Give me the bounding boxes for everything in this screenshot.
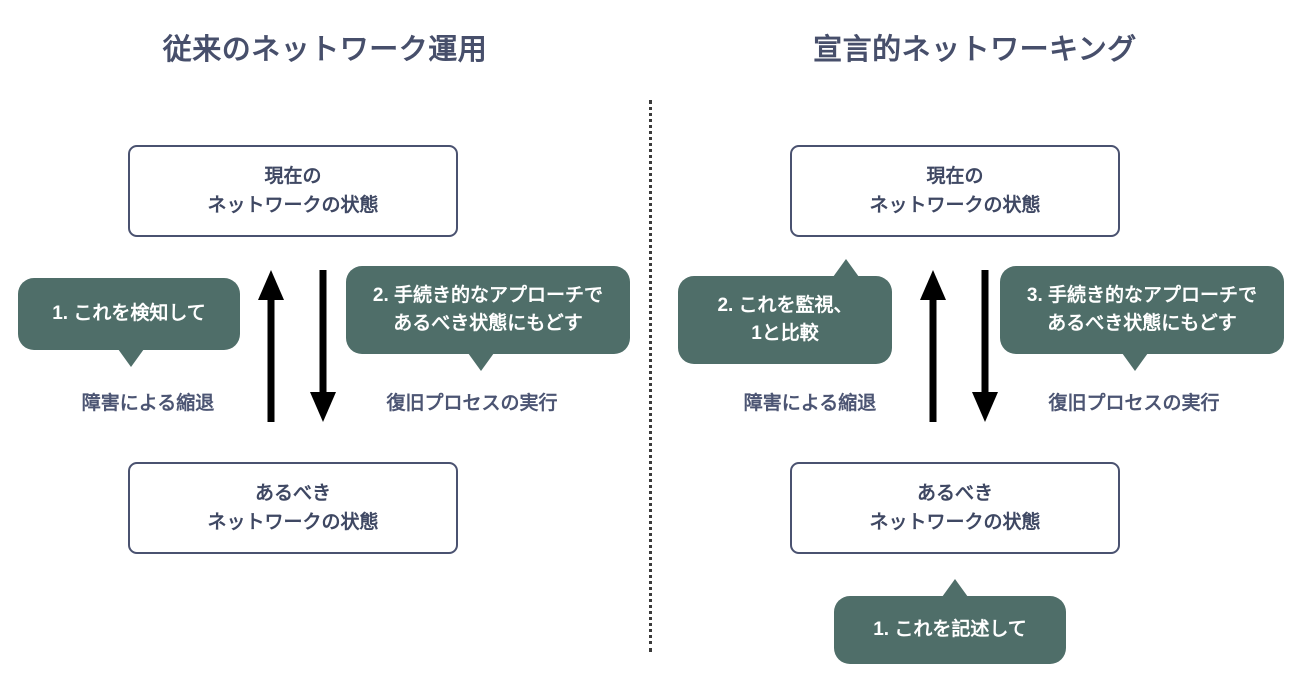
state-box-current-right: 現在の ネットワークの状態 [790,145,1120,237]
bubble-line-1: 2. 手続き的なアプローチで [372,285,604,307]
state-box-line-1: あるべき [916,482,993,504]
state-box-desired-right: あるべき ネットワークの状態 [790,462,1120,554]
bubble-describe-right: 1. これを記述して [834,579,1066,664]
bubble-tail-down-icon [1122,353,1148,371]
bubble-tail-down-icon [468,353,494,371]
bubble-tail-down-icon [118,349,144,367]
bubble-procedural-restore-right: 3. 手続き的なアプローチで あるべき状態にもどす [1000,266,1284,371]
state-box-current-left: 現在の ネットワークの状態 [128,145,458,237]
panel-divider [649,100,652,652]
bubble-monitor-compare-right: 2. これを監視、 1と比較 [678,259,892,364]
state-box-line-1: 現在の [264,165,322,187]
arrow-caption-recovery-right: 復旧プロセスの実行 [1048,393,1220,414]
bubble-line-1: 3. 手続き的なアプローチで [1026,285,1258,307]
bubble-procedural-restore-left: 2. 手続き的なアプローチで あるべき状態にもどす [346,266,630,371]
bubble-tail-up-icon [833,259,859,277]
state-box-line-2: ネットワークの状態 [869,512,1041,533]
bubble-line-2: あるべき状態にもどす [393,313,583,334]
state-box-line-1: あるべき [254,482,331,504]
bubble-line-1: 1. これを検知して [52,303,206,325]
bubble-line-1: 1. これを記述して [873,619,1027,641]
arrow-caption-recovery-left: 復旧プロセスの実行 [386,393,558,414]
bubble-tail-up-icon [942,579,968,597]
arrow-caption-degradation-left: 障害による縮退 [81,393,215,414]
bubble-detect-left: 1. これを検知して [18,278,240,367]
panel-title-traditional: 従来のネットワーク運用 [162,34,488,66]
bubble-line-2: 1と比較 [751,323,819,344]
state-box-desired-left: あるべき ネットワークの状態 [128,462,458,554]
degradation-arrow-up-left [255,270,287,422]
state-box-line-2: ネットワークの状態 [207,512,379,533]
state-box-line-2: ネットワークの状態 [207,195,379,216]
recovery-arrow-down-right [969,270,1001,422]
panel-title-declarative: 宣言的ネットワーキング [813,34,1137,66]
bubble-line-1: 2. これを監視、 [717,295,853,317]
bubble-line-2: あるべき状態にもどす [1047,313,1237,334]
state-box-line-2: ネットワークの状態 [869,195,1041,216]
state-box-line-1: 現在の [926,165,984,187]
arrow-caption-degradation-right: 障害による縮退 [743,393,877,414]
degradation-arrow-up-right [917,270,949,422]
recovery-arrow-down-left [307,270,339,422]
